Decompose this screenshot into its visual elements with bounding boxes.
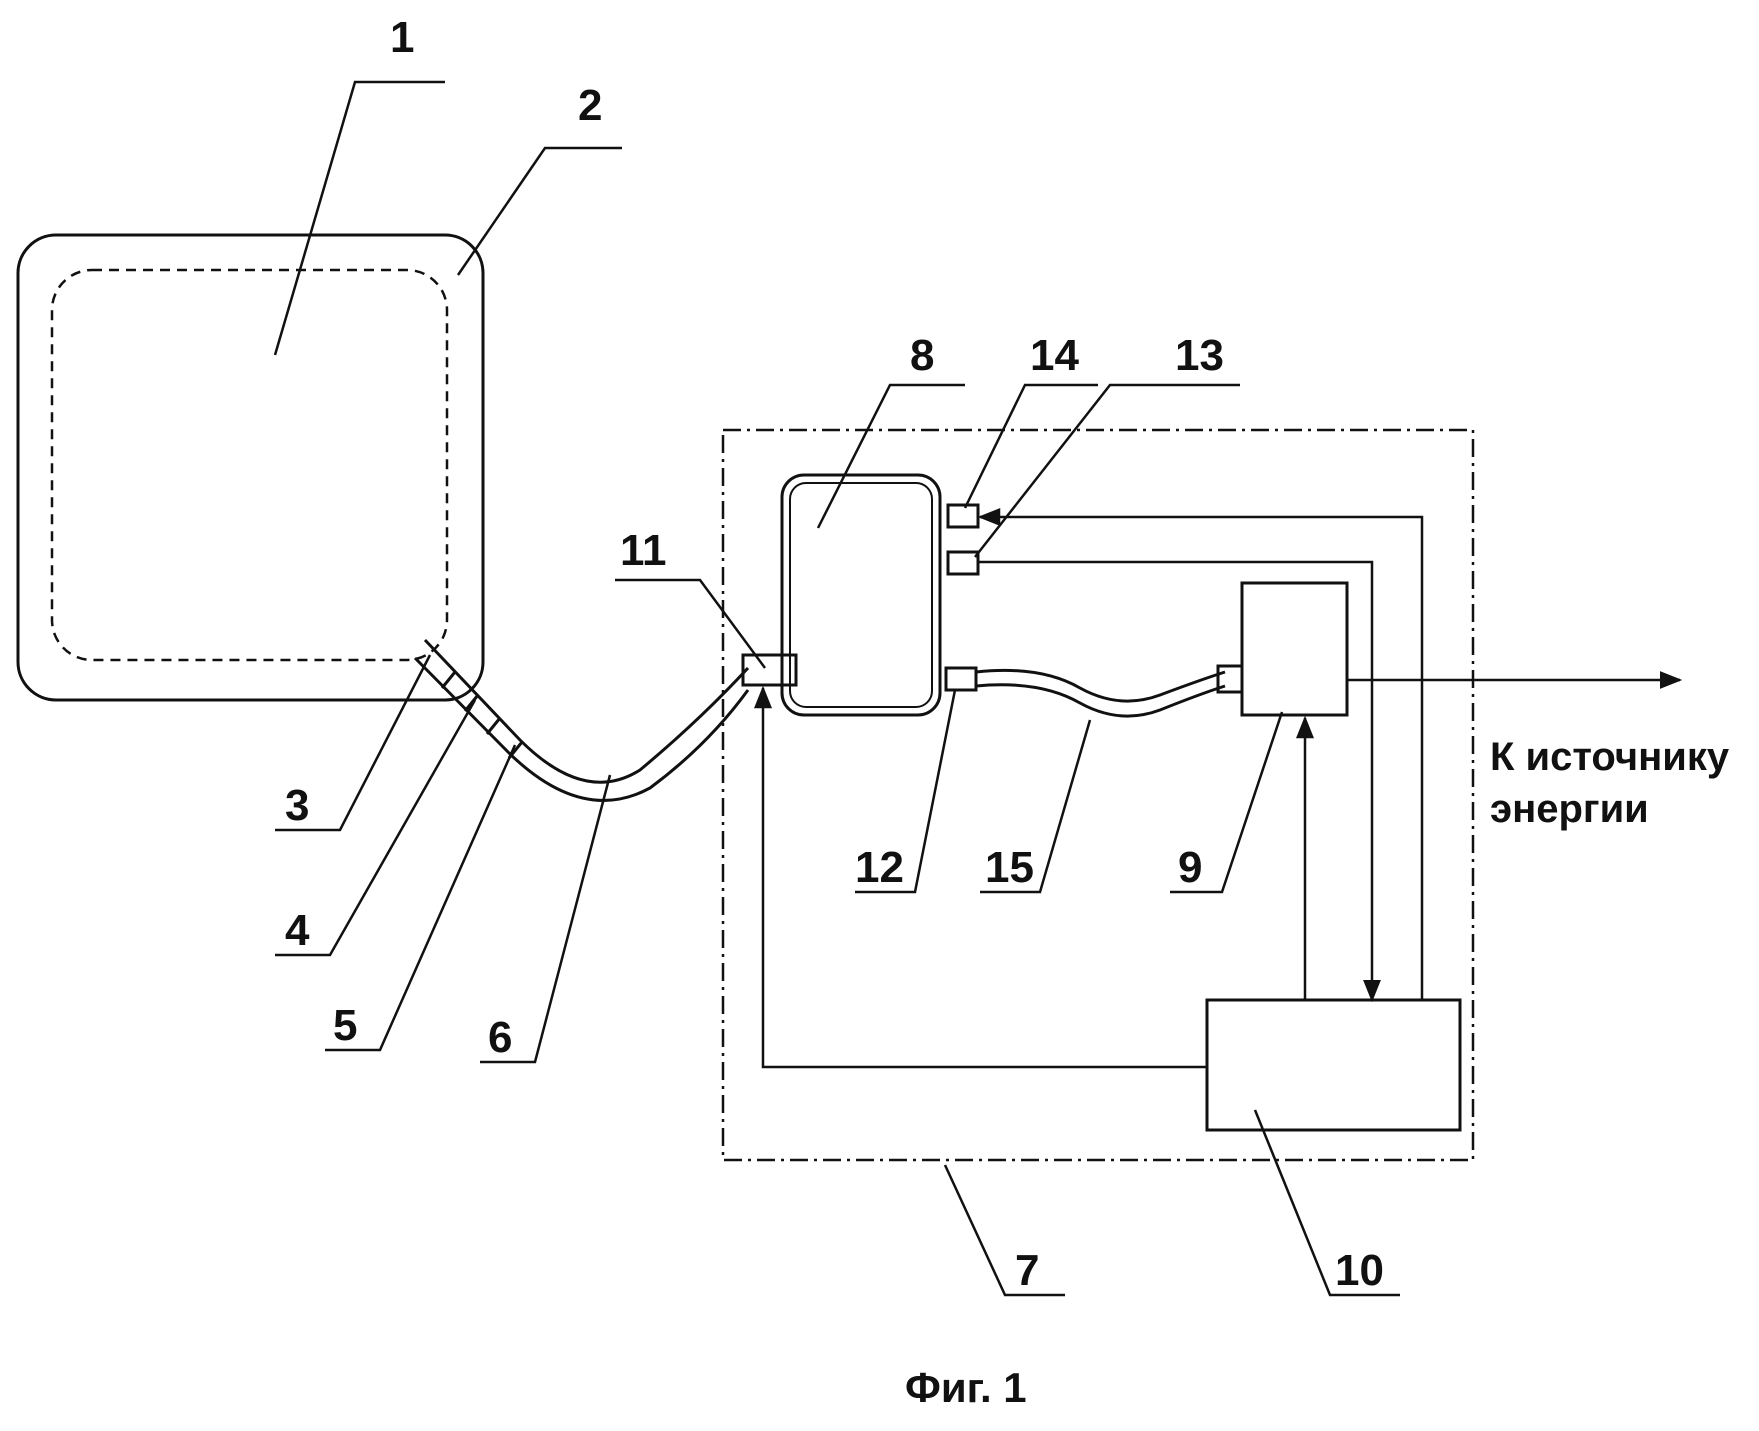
zone-1-dashed xyxy=(52,270,447,660)
container-2 xyxy=(18,235,483,700)
connector-11 xyxy=(743,655,796,685)
connector-12 xyxy=(946,668,976,690)
energy-source-text-line2: энергии xyxy=(1490,787,1649,831)
figure-caption: Фиг. 1 xyxy=(905,1364,1027,1411)
vessel-8-inner xyxy=(790,483,932,707)
label-13: 13 xyxy=(1175,331,1224,380)
block-10 xyxy=(1207,1000,1460,1130)
label-10: 10 xyxy=(1335,1246,1384,1295)
vessel-8 xyxy=(782,475,940,715)
label-3: 3 xyxy=(285,781,309,830)
label-12: 12 xyxy=(855,843,904,892)
system-boundary-7 xyxy=(723,430,1473,1160)
outlet-pipe xyxy=(415,640,748,800)
label-2: 2 xyxy=(578,81,602,130)
sensor-14 xyxy=(948,505,978,527)
sensor-13 xyxy=(948,552,978,574)
label-8: 8 xyxy=(910,331,934,380)
hose-15 xyxy=(976,670,1225,716)
label-15: 15 xyxy=(985,843,1034,892)
label-4: 4 xyxy=(285,906,310,955)
block-9 xyxy=(1242,583,1347,715)
label-7: 7 xyxy=(1015,1246,1039,1295)
label-11: 11 xyxy=(620,526,667,575)
label-6: 6 xyxy=(488,1013,512,1062)
energy-source-text-line1: К источнику xyxy=(1490,735,1730,779)
label-5: 5 xyxy=(333,1001,357,1050)
label-9: 9 xyxy=(1178,843,1202,892)
signal-line-10-to-14 xyxy=(980,517,1422,1000)
signal-line-13-to-10 xyxy=(978,562,1372,1000)
label-14: 14 xyxy=(1030,331,1079,380)
label-1: 1 xyxy=(390,13,414,62)
